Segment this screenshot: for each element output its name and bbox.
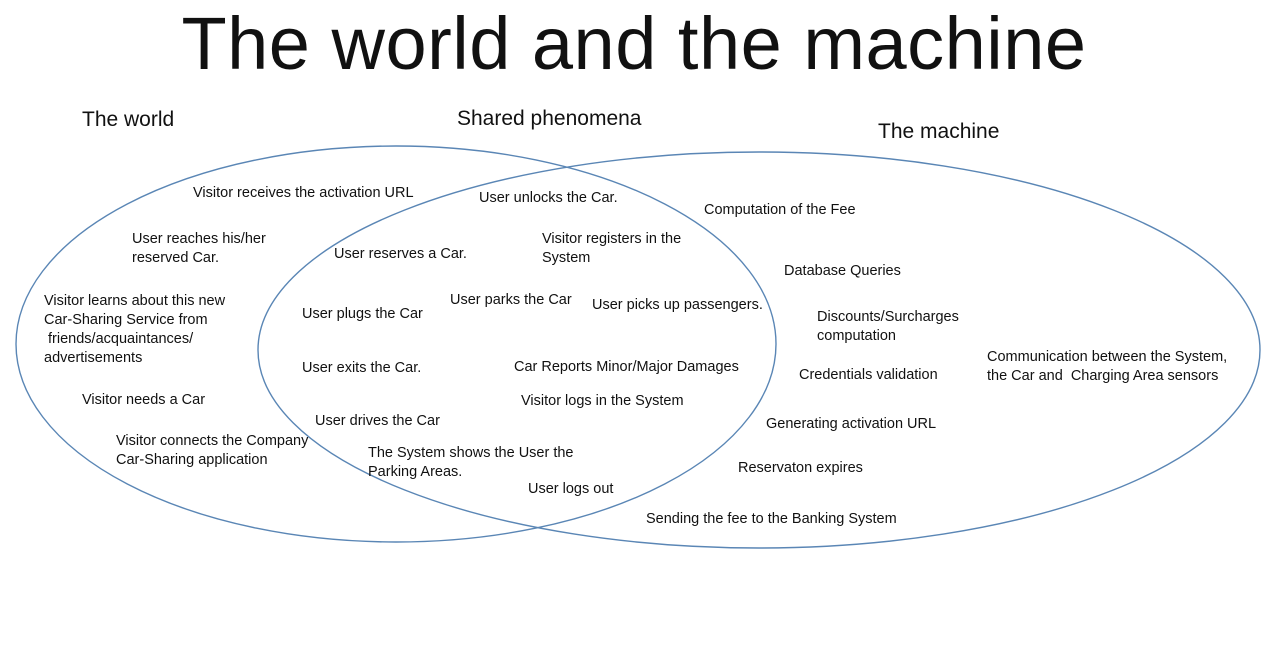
shared-item: The System shows the User the Parking Ar… — [368, 445, 574, 480]
heading-shared-phenomena: Shared phenomena — [457, 107, 642, 130]
heading-the-world: The world — [82, 108, 175, 131]
machine-only-item: Database Queries — [784, 263, 901, 279]
machine-only-item: Sending the fee to the Banking System — [646, 511, 897, 527]
heading-the-machine: The machine — [878, 120, 1000, 143]
shared-item: User logs out — [528, 481, 614, 497]
machine-only-item: Reservaton expires — [738, 460, 863, 476]
world-only-item: Visitor receives the activation URL — [193, 185, 414, 201]
shared-item: User unlocks the Car. — [479, 190, 618, 206]
shared-item: User picks up passengers. — [592, 297, 763, 313]
shared-item: Visitor registers in the System — [542, 231, 682, 266]
page-title: The world and the machine — [181, 2, 1087, 85]
machine-only-item: Discounts/Surcharges computation — [817, 309, 959, 344]
shared-item: User parks the Car — [450, 292, 572, 308]
machine-only-item: Generating activation URL — [766, 416, 937, 432]
world-only-item: Visitor needs a Car — [82, 392, 206, 408]
shared-item: User reserves a Car. — [334, 246, 467, 262]
world-only-item: Visitor learns about this new Car-Sharin… — [44, 293, 226, 366]
shared-item: User exits the Car. — [302, 360, 422, 376]
world-only-item: Visitor connects the Company Car-Sharing… — [116, 433, 309, 468]
world-ellipse — [15, 145, 777, 543]
machine-only-item: Credentials validation — [799, 367, 938, 383]
machine-only-item: Computation of the Fee — [704, 202, 856, 218]
shared-item: Car Reports Minor/Major Damages — [514, 359, 739, 375]
machine-only-item: Communication between the System, the Ca… — [987, 349, 1228, 384]
shared-item: User drives the Car — [315, 413, 440, 429]
shared-item: User plugs the Car — [302, 306, 423, 322]
machine-ellipse — [257, 151, 1261, 549]
shared-item: Visitor logs in the System — [521, 393, 684, 409]
world-only-item: User reaches his/her reserved Car. — [132, 231, 266, 266]
